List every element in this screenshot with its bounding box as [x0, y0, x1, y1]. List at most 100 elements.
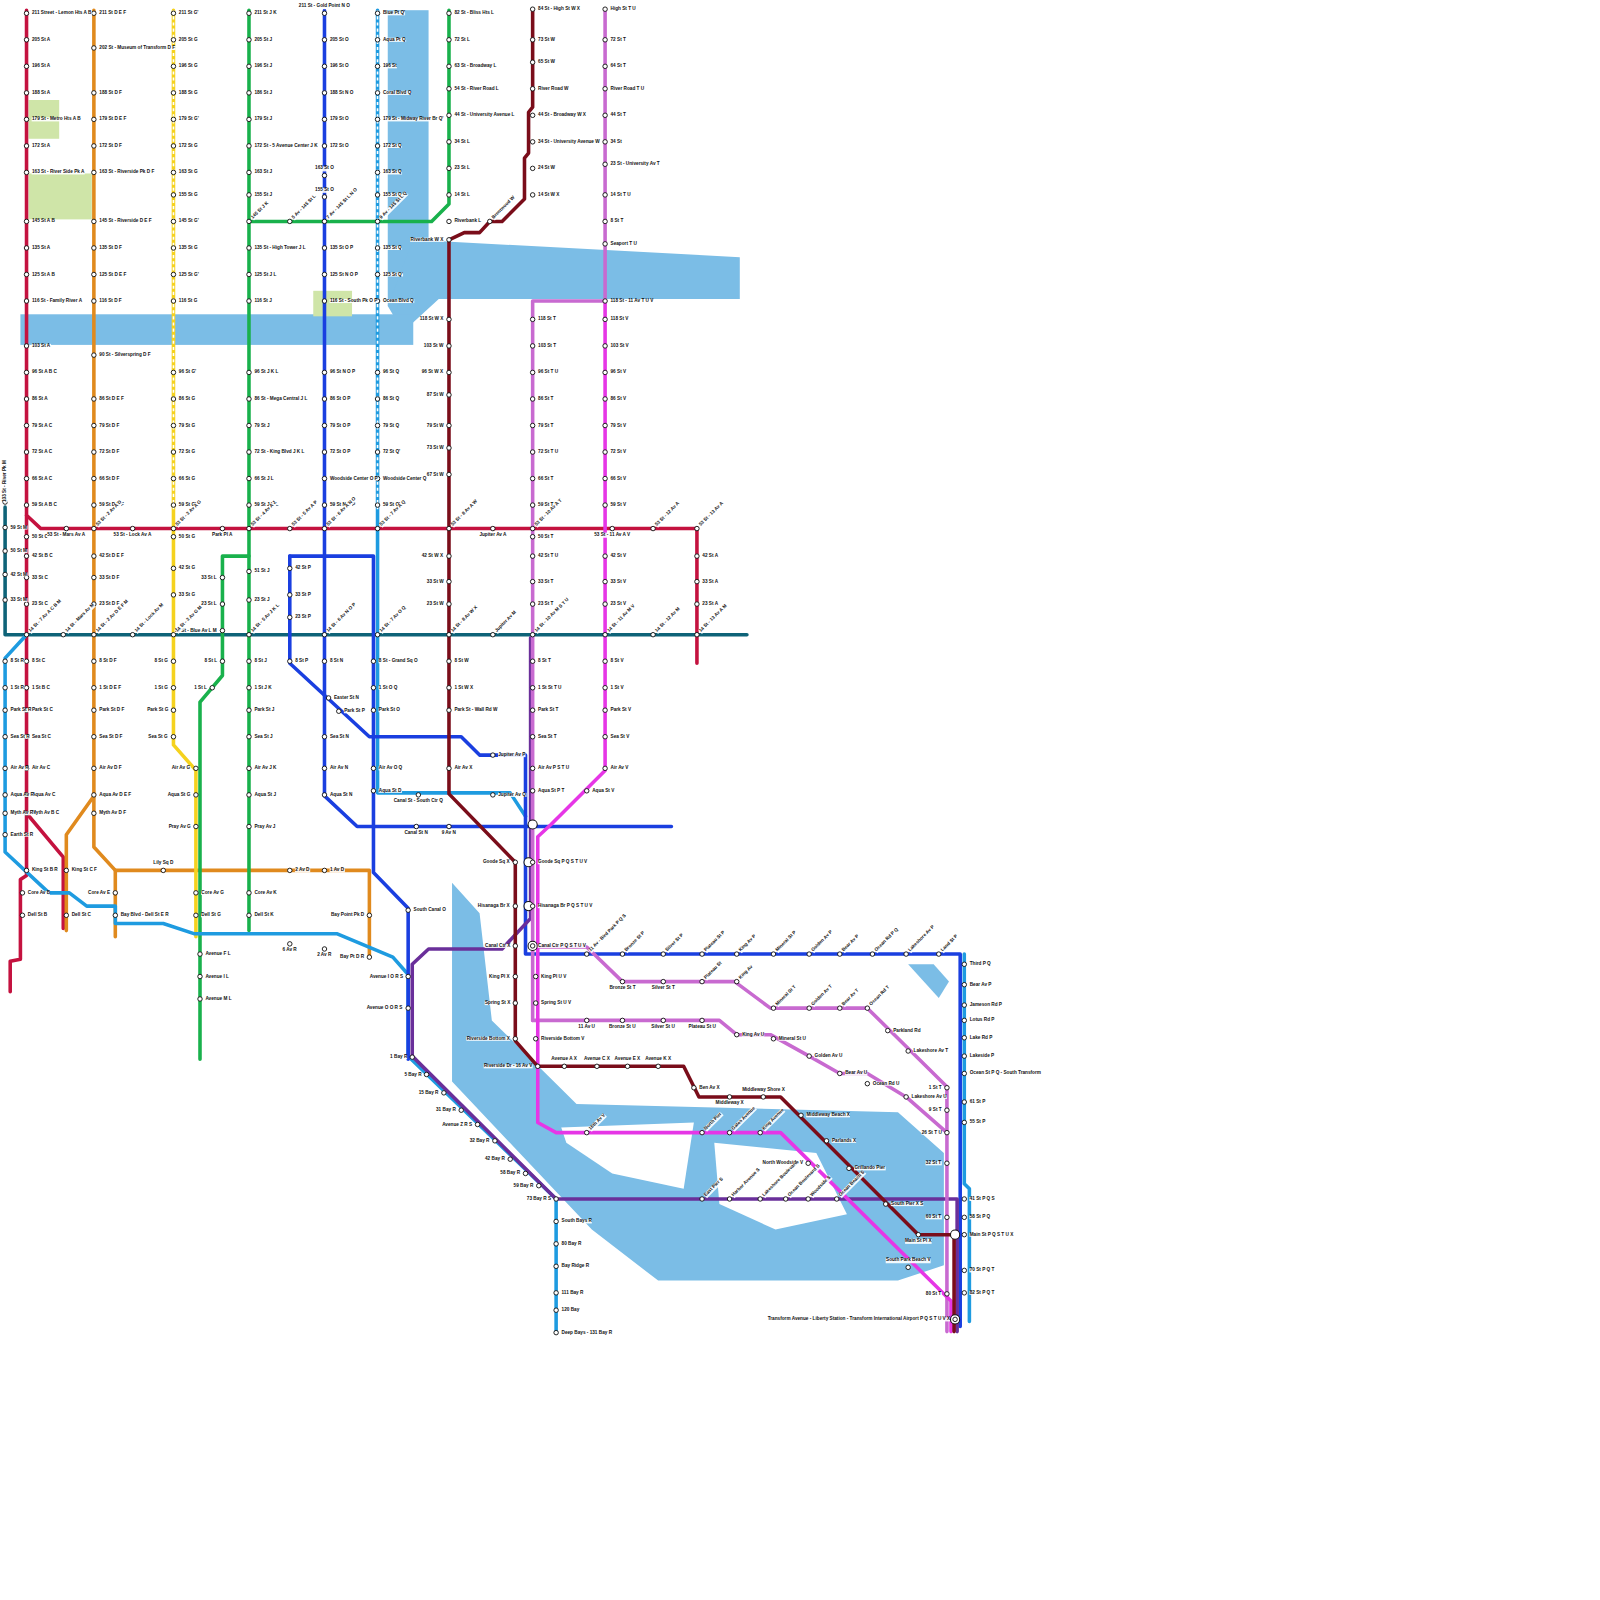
station-label: Ben Av X	[699, 1085, 720, 1090]
station-label: Sea St G	[148, 734, 168, 739]
station-dot	[24, 219, 28, 223]
station-dot	[530, 87, 534, 91]
station-label: 14 St L	[454, 192, 470, 197]
station-dot	[322, 734, 326, 738]
station-label: 116 St J	[254, 298, 272, 303]
station-label: Ocean Rd U	[872, 1081, 899, 1086]
station-label: Earth St R	[10, 832, 33, 837]
station-label: 14 St - 12 Av M	[654, 606, 681, 633]
station-dot	[198, 997, 202, 1001]
line-d	[94, 10, 115, 937]
station-dot	[491, 632, 495, 636]
station-dot	[806, 1161, 810, 1165]
station-label: Canal Ctr X	[485, 943, 511, 948]
station-label: Aqua Pt Q	[383, 37, 406, 42]
station-label: Bay Point Pk D	[331, 913, 365, 918]
station-label: Avenue F L	[205, 952, 231, 957]
station-dot	[92, 766, 96, 770]
station-dot	[171, 11, 175, 15]
station-dot	[247, 170, 251, 174]
station-label: 118 St T	[538, 317, 556, 322]
station-label: 14 St T U	[610, 192, 631, 197]
station-dot	[530, 476, 534, 480]
station-dot	[700, 979, 704, 983]
station-dot	[530, 789, 534, 793]
station-label: Mineral St U	[779, 1036, 807, 1041]
station-dot	[834, 1197, 838, 1201]
station-label: 125 St J L	[254, 272, 276, 277]
station-dot	[322, 526, 326, 530]
station-label: 44 St T	[610, 113, 626, 118]
station-label: 79 St J	[254, 423, 270, 428]
station-label: Main St P Q S T U X	[969, 1232, 1013, 1237]
station-label: 188 St G	[179, 90, 198, 95]
station-dot	[92, 91, 96, 95]
station-label: Bear Av U	[845, 1071, 868, 1076]
station-label: 163 St Q	[383, 170, 402, 175]
interchanges	[524, 820, 960, 1324]
station-dot	[603, 659, 607, 663]
station-dot	[807, 952, 811, 956]
station-dot	[247, 659, 251, 663]
station-dot	[603, 7, 607, 11]
station-dot	[161, 868, 165, 872]
station-label: 5 Av - 145 St L	[291, 194, 317, 220]
station-dot	[24, 397, 28, 401]
island	[714, 1143, 847, 1230]
station-label: 196 St	[383, 64, 397, 69]
station-label: Woodside S	[810, 1175, 833, 1198]
station-label: River Road W	[538, 86, 569, 91]
station-dot	[603, 140, 607, 144]
station-label: Park St C	[32, 708, 53, 713]
station-dot	[375, 64, 379, 68]
land	[561, 1122, 847, 1229]
station-dot	[536, 1064, 540, 1068]
station-dot	[20, 913, 24, 917]
station-dot	[886, 1028, 890, 1032]
station-label: Aqua Av R	[10, 792, 34, 797]
station-label: Avenue M L	[205, 996, 232, 1001]
station-dot	[247, 370, 251, 374]
station-label: Bear Av T	[841, 988, 860, 1007]
station-label: 86 St D E F	[99, 396, 124, 401]
station-label: 58 St P Q	[969, 1215, 990, 1220]
station-label: 14 St - Lock Av M	[134, 602, 165, 633]
station-label: 86 St G	[179, 396, 196, 401]
station-label: 79 St D F	[99, 423, 120, 428]
station-label: 23 St L	[454, 166, 470, 171]
station-label: Bronze St U	[609, 1024, 636, 1029]
station-dot	[288, 219, 292, 223]
station-dot	[171, 708, 175, 712]
station-dot	[375, 117, 379, 121]
station-dot	[442, 1091, 446, 1095]
station-dot	[322, 173, 326, 177]
station-label: 42 St W X	[421, 554, 443, 559]
station-dot	[322, 503, 326, 507]
station-dot	[447, 766, 451, 770]
line-hatching	[173, 10, 377, 510]
station-label: 23 St - University Av T	[610, 162, 660, 167]
station-label: Middleway X	[715, 1101, 744, 1106]
station-dot	[447, 632, 451, 636]
station-label: Main St Pl X	[905, 1239, 932, 1244]
station-dot	[799, 1113, 803, 1117]
station-label: 172 St A	[32, 143, 51, 148]
station-dot	[727, 1095, 731, 1099]
station-dot	[530, 397, 534, 401]
station-dot	[584, 1018, 588, 1022]
station-dot	[447, 602, 451, 606]
station-label: Third P Q	[969, 962, 991, 967]
station-dot	[92, 659, 96, 663]
station-label: Spring St U V	[541, 1001, 572, 1006]
station-dot	[603, 686, 607, 690]
station-dot	[530, 734, 534, 738]
station-label: 66 St G	[179, 476, 196, 481]
station-label: 66 St T	[538, 476, 554, 481]
station-dot	[24, 602, 28, 606]
station-dot	[130, 632, 134, 636]
station-dot	[322, 793, 326, 797]
station-dot	[916, 1232, 920, 1236]
station-label: Ocean Blvd Q	[383, 298, 414, 303]
station-dot	[447, 219, 451, 223]
station-label: Deep Bays - 131 Bay R	[561, 1330, 612, 1335]
